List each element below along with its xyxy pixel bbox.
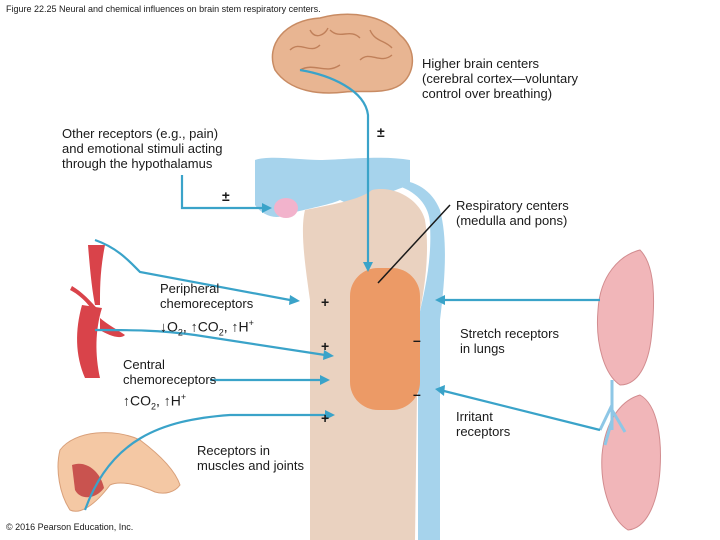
up-arrow-icon: ↑	[190, 318, 198, 335]
up-arrow-icon: ↑	[231, 318, 239, 335]
nerve-arrowheads	[262, 203, 445, 420]
carotid-artery	[70, 245, 125, 378]
higher-brain-sign: ±	[377, 124, 385, 140]
brain-illustration	[271, 13, 414, 94]
lung-right	[601, 394, 661, 531]
peripheral-chemoreceptors-label: Peripheral chemoreceptors	[160, 281, 254, 311]
copyright: © 2016 Pearson Education, Inc.	[6, 522, 134, 532]
irritant-sign: –	[413, 386, 421, 402]
lung-left	[596, 249, 655, 386]
higher-brain-label: Higher brain centers (cerebral cortex—vo…	[422, 56, 579, 101]
figure-title: Figure 22.25 Neural and chemical influen…	[6, 4, 321, 14]
stretch-sign: –	[413, 332, 421, 348]
up-arrow-icon: ↑	[123, 392, 130, 409]
peripheral-stimuli: ↓O2, ↑CO2, ↑H+	[160, 318, 254, 338]
muscles-sign: +	[321, 410, 330, 426]
stretch-receptors-label: Stretch receptors in lungs	[460, 326, 559, 356]
peripheral-sign-2: +	[321, 338, 330, 354]
nerve-pathways	[83, 68, 601, 511]
irritant-receptors-label: Irritant receptors	[456, 409, 511, 439]
central-stimuli: ↑CO2, ↑H+	[123, 392, 187, 412]
muscle-receptors-label: Receptors in muscles and joints	[197, 443, 304, 473]
leader-line	[377, 204, 451, 284]
hypothalamus-sign: ±	[222, 188, 230, 204]
central-chemoreceptors-label: Central chemoreceptors	[123, 357, 217, 387]
peripheral-sign-1: +	[321, 294, 330, 310]
limb-illustration	[57, 432, 181, 512]
hypothalamus-region	[274, 198, 298, 218]
respiratory-centers-label: Respiratory centers (medulla and pons)	[456, 198, 569, 228]
down-arrow-icon: ↓	[160, 318, 167, 335]
bronchi	[598, 380, 627, 446]
respiratory-center-region	[350, 268, 420, 410]
other-receptors-label: Other receptors (e.g., pain) and emotion…	[62, 126, 223, 171]
up-arrow-icon: ↑	[163, 392, 171, 409]
